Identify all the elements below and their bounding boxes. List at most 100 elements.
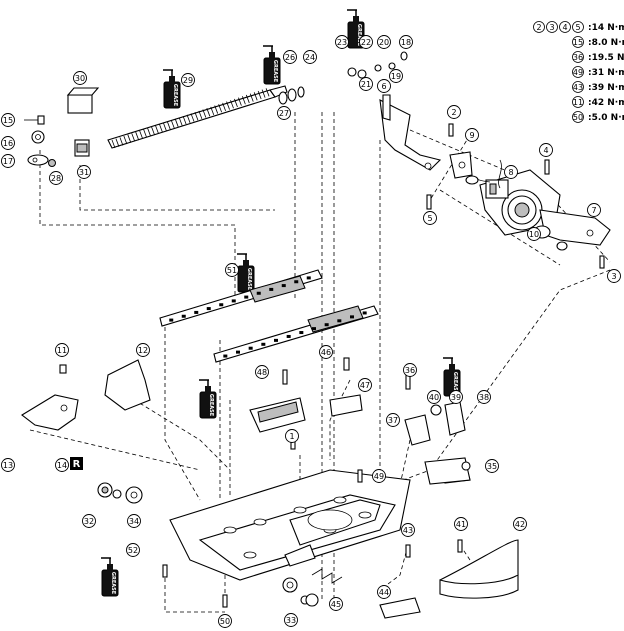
callout-number: 21: [361, 80, 371, 89]
torque-part-number: 11: [573, 98, 583, 107]
motor-plate: [449, 151, 611, 251]
callout-32: 32: [82, 514, 96, 528]
torque-value: :14 N·m: [588, 23, 624, 33]
torque-value: :5.0 N·m: [588, 113, 624, 123]
callout-38: 38: [477, 390, 491, 404]
callout-29: 29: [181, 73, 195, 87]
callout-52: 52: [126, 543, 140, 557]
callout-46: 46: [319, 345, 333, 359]
motor-bolts: [426, 123, 605, 269]
callout-number: 40: [429, 393, 439, 402]
callout-number: 32: [84, 517, 94, 526]
callout-48: 48: [255, 365, 269, 379]
callout-number: 46: [321, 348, 331, 357]
callout-number: 6: [381, 82, 386, 91]
callout-number: 33: [286, 616, 296, 625]
callout-number: 20: [379, 38, 389, 47]
torque-value: :8.0 N·m: [588, 38, 624, 48]
torque-part-number: 2: [536, 23, 541, 32]
callout-number: 24: [305, 53, 315, 62]
callout-number: 26: [285, 53, 295, 62]
callout-number: 9: [469, 131, 474, 140]
callout-45: 45: [329, 597, 343, 611]
callout-23: 23: [335, 35, 349, 49]
callout-22: 22: [359, 35, 373, 49]
callout-9: 9: [465, 128, 479, 142]
callout-13: 13: [1, 458, 15, 472]
torque-row: 43:39 N·m: [572, 81, 624, 93]
callout-34: 34: [127, 514, 141, 528]
callout-number: 41: [456, 520, 466, 529]
callout-51: 51: [225, 263, 239, 277]
cover-42: [439, 539, 519, 599]
torque-row: 15 :8.0 N·m: [572, 36, 624, 48]
callout-number: 1: [289, 432, 294, 441]
bolts-50: [162, 564, 228, 608]
callout-number: 8: [508, 168, 513, 177]
callout-21: 21: [359, 77, 373, 91]
callout-50: 50: [218, 614, 232, 628]
callout-number: 27: [279, 109, 289, 118]
callout-4: 4: [539, 143, 553, 157]
callout-number: 11: [57, 346, 67, 355]
callout-number: 31: [79, 168, 89, 177]
callout-number: 50: [220, 617, 230, 626]
callout-42: 42: [513, 517, 527, 531]
torque-part-number: 5: [575, 23, 580, 32]
grease-label: GREASE: [208, 394, 214, 417]
callout-1: 1: [285, 429, 299, 443]
callout-number: 42: [515, 520, 525, 529]
bottom-left-washers: [97, 482, 143, 504]
motor-bracket: [379, 94, 442, 171]
torque-row: 50:5.0 N·m: [572, 111, 624, 123]
callout-number: 13: [3, 461, 13, 470]
torque-part-number: 4: [562, 23, 567, 32]
upper-rail: [159, 269, 323, 327]
motor: [465, 159, 561, 236]
callout-7: 7: [587, 203, 601, 217]
callout-27: 27: [277, 106, 291, 120]
callout-number: 48: [257, 368, 267, 377]
callout-number: 22: [361, 38, 371, 47]
callout-8: 8: [504, 165, 518, 179]
callout-number: 51: [227, 266, 237, 275]
torque-part-number: 49: [573, 68, 583, 77]
lower-rail: [213, 305, 379, 363]
grease-label: GREASE: [246, 268, 252, 291]
callout-10: 10: [527, 227, 541, 241]
callout-14: 14: [55, 458, 69, 472]
harness-clip: [249, 369, 306, 450]
callout-2: 2: [447, 105, 461, 119]
callout-number: 10: [529, 230, 539, 239]
callout-39: 39: [449, 390, 463, 404]
callout-33: 33: [284, 613, 298, 627]
callout-40: 40: [427, 390, 441, 404]
callout-number: 18: [401, 38, 411, 47]
callout-number: 34: [129, 517, 139, 526]
callout-number: 17: [3, 157, 13, 166]
grease-label: GREASE: [172, 84, 178, 107]
grease-tube: GREASE: [237, 253, 255, 293]
callout-number: 36: [405, 366, 415, 375]
callout-5: 5: [423, 211, 437, 225]
callout-number: 35: [487, 462, 497, 471]
grease-tube: GREASE: [263, 45, 281, 85]
left-side-brackets: [21, 359, 151, 431]
torque-part-number: 43: [573, 83, 583, 92]
callout-18: 18: [399, 35, 413, 49]
callout-17: 17: [1, 154, 15, 168]
torque-part-number: 15: [573, 38, 583, 47]
callout-36: 36: [403, 363, 417, 377]
callout-number: 15: [3, 116, 13, 125]
bottom-center-washers: [282, 577, 319, 607]
callout-11: 11: [55, 343, 69, 357]
grease-label: GREASE: [110, 572, 116, 595]
callout-number: 5: [427, 214, 432, 223]
torque-part-number: 36: [573, 53, 583, 62]
callout-number: 16: [3, 139, 13, 148]
callout-41: 41: [454, 517, 468, 531]
rh-mark-text: R: [73, 459, 81, 470]
grease-label: GREASE: [272, 60, 278, 83]
torque-value: :31 N·m: [588, 68, 624, 78]
